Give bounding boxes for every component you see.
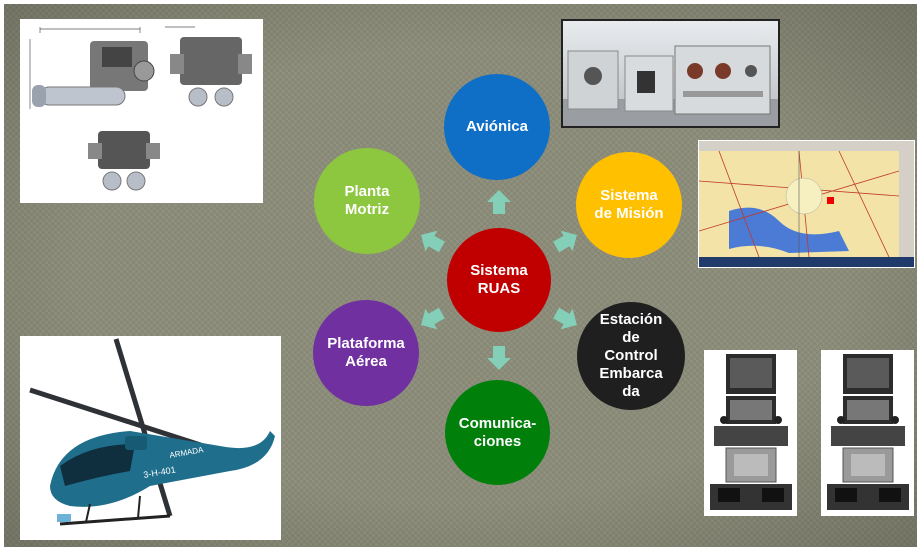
helicopter-render: ARMADA 3-H-401: [20, 336, 281, 540]
node-center-label: Sistema RUAS: [470, 262, 528, 297]
arrow-estacion-control: [553, 307, 577, 330]
arrow-sistema-mision: [553, 230, 577, 253]
avionics-photo: [561, 19, 780, 128]
node-plataforma-aerea: Plataforma Aérea: [313, 300, 419, 406]
node-comunicaciones: Comunica- ciones: [445, 380, 550, 485]
control-station-right-photo: [821, 350, 914, 516]
node-comunicaciones-label: Comunica- ciones: [458, 414, 537, 450]
node-estacion-control: Estación de Control Embarca da: [577, 302, 685, 410]
arrow-comunicaciones: [487, 346, 511, 370]
node-estacion-control-label: Estación de Control Embarca da: [599, 311, 663, 400]
node-planta-motriz: Planta Motriz: [314, 148, 420, 254]
arrow-planta-motriz: [421, 230, 445, 253]
node-sistema-mision-label: Sistema de Misión: [594, 187, 664, 222]
arrow-plataforma-aerea: [421, 307, 445, 330]
engine-drawing-image: [20, 19, 263, 203]
node-planta-motriz-label: Planta Motriz: [344, 183, 390, 218]
arrow-avionica: [487, 190, 511, 214]
mission-map-screenshot: [698, 140, 915, 268]
node-avionica: Aviónica: [444, 74, 550, 180]
node-plataforma-aerea-label: Plataforma Aérea: [327, 335, 405, 370]
node-sistema-mision: Sistema de Misión: [576, 152, 682, 258]
node-avionica-label: Aviónica: [466, 118, 528, 135]
node-center-sistema-ruas: Sistema RUAS: [447, 228, 551, 332]
control-station-left-photo: [704, 350, 797, 516]
